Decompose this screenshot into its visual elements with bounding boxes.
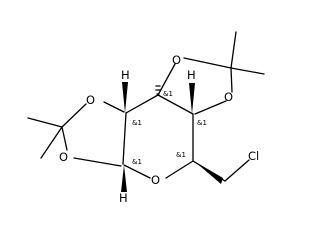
bond-cmeL-oLL — [61, 126, 68, 151]
wedge-c6-h — [121, 165, 127, 192]
bond-methyl-L1 — [27, 117, 63, 128]
atom-o-ring: O — [151, 173, 160, 187]
bond-c1-c2 — [125, 94, 159, 114]
stereo-label-c3: &1 — [197, 119, 207, 127]
bond-c2-c3 — [157, 94, 194, 115]
molecule-structure: O O O O O Cl H H H &1 &1 &1 &1 &1 — [27, 31, 265, 205]
stereo-label-c6: &1 — [132, 158, 142, 166]
bond-oUL-c1 — [103, 101, 125, 113]
atom-h-bottom: H — [119, 191, 128, 205]
wedge-c4-ch2 — [194, 161, 223, 184]
atom-o-left-upper: O — [86, 93, 95, 107]
bond-methyl-L2 — [40, 126, 63, 159]
bond-oring-c6 — [123, 164, 151, 179]
atom-o-right-upper: O — [224, 90, 233, 104]
stereo-label-c2: &1 — [163, 90, 173, 98]
atom-o-left-lower: O — [59, 150, 68, 164]
atom-h-top-left: H — [121, 68, 130, 82]
bond-c1-c6 — [122, 112, 127, 165]
stereo-label-c4: &1 — [176, 151, 186, 159]
bond-ch2-cl — [224, 159, 250, 182]
wedge-c3-h — [189, 83, 195, 114]
bond-otop-cmeR — [183, 57, 232, 69]
bond-methyl-R2 — [230, 67, 265, 75]
bond-c4-oring — [165, 160, 194, 179]
bond-oLL-c6 — [73, 157, 122, 167]
atom-o-top: O — [172, 53, 181, 67]
structure-canvas: O O O O O Cl H H H &1 &1 &1 &1 &1 — [27, 31, 265, 205]
bond-oRU-c3 — [194, 100, 227, 115]
atom-chlorine: Cl — [248, 149, 259, 163]
bond-methyl-R1 — [230, 31, 237, 69]
atom-h-top-mid: H — [187, 68, 196, 82]
bond-c2-otop — [157, 63, 176, 96]
wedge-c1-h — [122, 82, 128, 113]
stereo-label-c1: &1 — [132, 119, 142, 127]
bond-cmeL-oUL — [61, 103, 87, 128]
bond-cmeR-oRU — [230, 67, 233, 93]
hash-c2-h — [155, 85, 161, 95]
